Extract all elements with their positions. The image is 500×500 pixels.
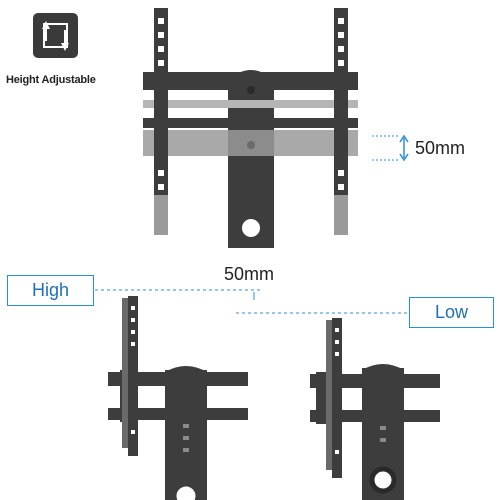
low-position-bracket (310, 318, 440, 500)
feature-label: Height Adjustable (6, 74, 96, 86)
middle-dimension-label: 50mm (224, 264, 275, 284)
middle-dimension-lines (95, 289, 408, 314)
vertical-swap-arrows-icon (42, 21, 69, 51)
top-bracket-assembly (143, 8, 409, 248)
high-position-bracket (108, 296, 248, 500)
height-adjust-badge (33, 13, 78, 58)
high-position-tag: High (7, 275, 94, 306)
top-dimension-label: 50mm (415, 138, 466, 158)
low-position-tag: Low (409, 297, 494, 328)
